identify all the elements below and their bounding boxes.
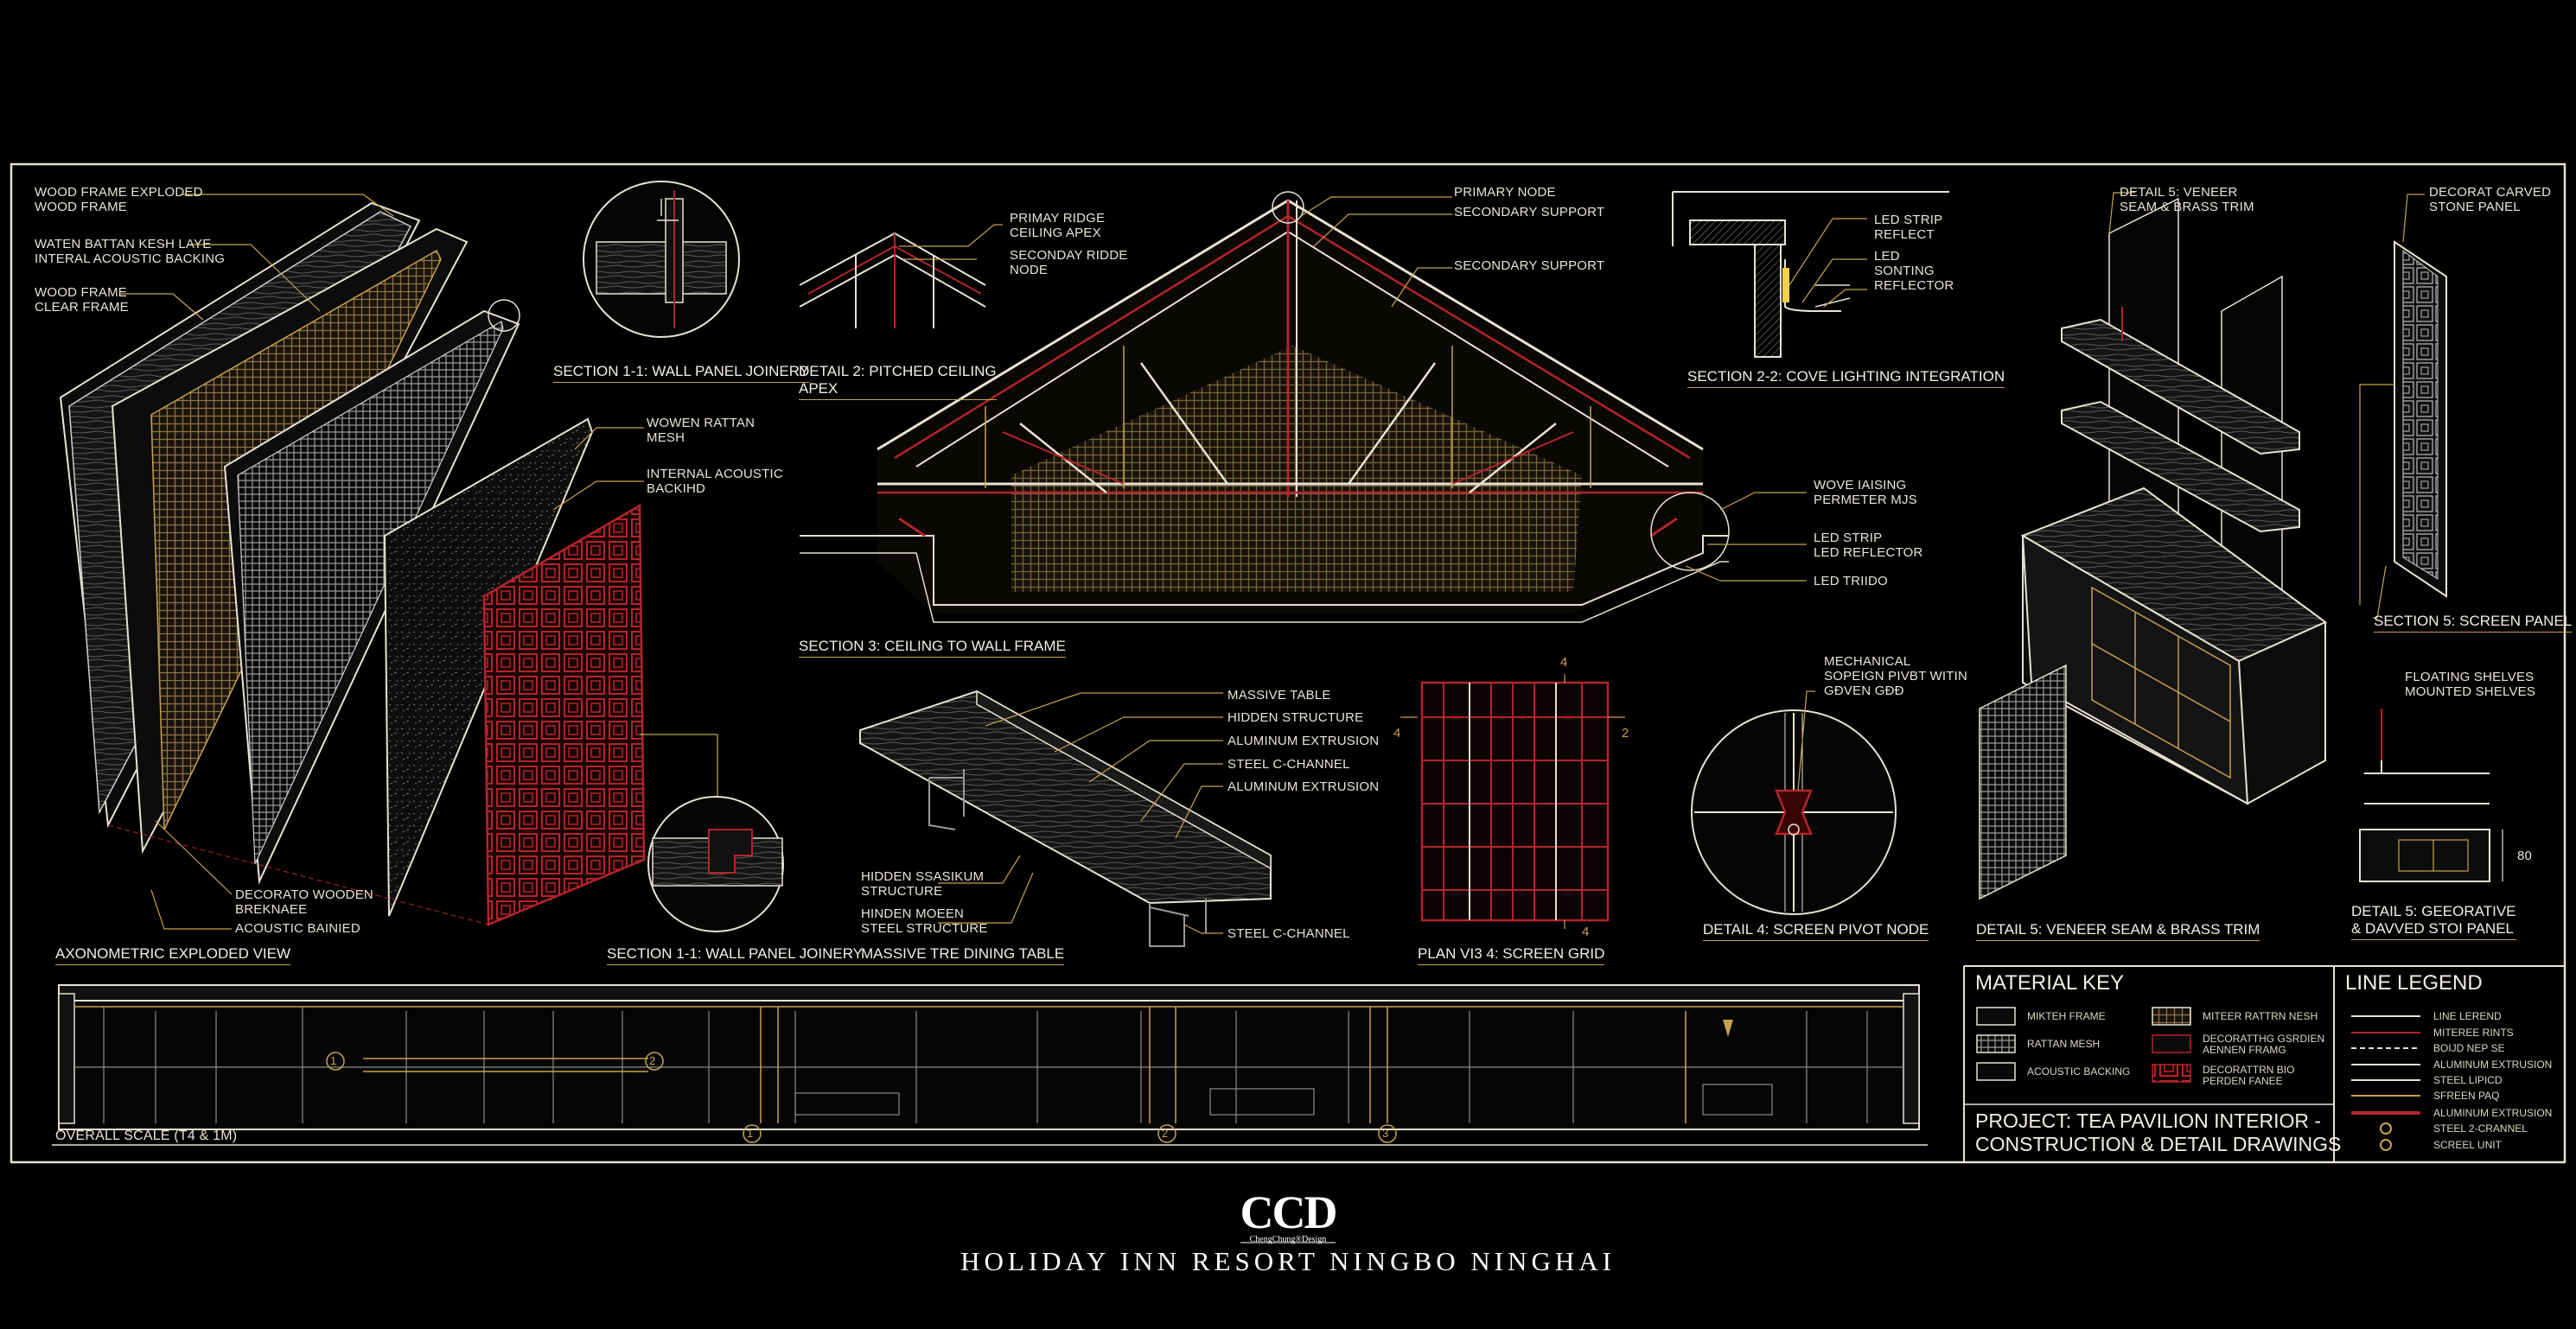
- section-1-1-top-detail: [583, 181, 740, 338]
- material-key-item: ACOUSTIC BACKING: [2027, 1065, 2131, 1078]
- table-label-aluminum-2: ALUMINUM EXTRUSION: [1227, 779, 1380, 794]
- stone-panel-drawing: [2359, 194, 2503, 882]
- detail-2-title: DETAIL 2: PITCHED CEILING APEX: [799, 363, 997, 400]
- plan-title: PLAN VI3 4: SCREEN GRID: [1418, 945, 1605, 965]
- section-3-ceiling-drawing: [800, 191, 1730, 623]
- table-title: MASSIVE TRE DINING TABLE: [861, 945, 1065, 965]
- section-3-label-primary-node: PRIMARY NODE: [1454, 185, 1556, 200]
- exploded-label-acoustic: INTERNAL ACOUSTIC BACKIHD: [647, 467, 783, 496]
- section-3-label-secondary-support-1: SECONDARY SUPPORT: [1454, 205, 1605, 219]
- brand-caption: HOLIDAY INN RESORT NINGBO NINGHAI: [960, 1246, 1616, 1276]
- material-key-title: MATERIAL KEY: [1975, 971, 2125, 995]
- table-label-massive-table: MASSIVE TABLE: [1227, 688, 1331, 703]
- exploded-view-drawing: [59, 201, 646, 926]
- material-key-item: DECORATTRN BIO PERDEN FANEE: [2203, 1064, 2295, 1087]
- material-key-item: MITEER RATTRN NESH: [2203, 1010, 2318, 1022]
- line-legend-item: SCREEL UNIT: [2433, 1139, 2502, 1151]
- detail-2-label-primary-ridge: PRIMAY RIDGE CEILING APEX: [1010, 211, 1106, 240]
- veneer-cabinet-drawing: [1979, 192, 2327, 900]
- exploded-label-acoustic-base: ACOUSTIC BAINIED: [235, 921, 360, 936]
- section-5-title: SECTION 5: SCREEN PANEL: [2374, 613, 2573, 633]
- table-label-hidden-steel: HINDEN MOEEN STEEL STRUCTURE: [861, 906, 988, 936]
- cove-label-woven-raising: WOVE IAISING PERMETER MJS: [1814, 478, 1917, 507]
- elevation-mark-2: 2: [649, 1054, 656, 1067]
- line-legend-item: ALUMINUM EXTRUSION: [2433, 1059, 2553, 1071]
- elevation-mark-1: 1: [330, 1054, 337, 1067]
- section-2-2-cove-drawing: [1672, 191, 1949, 358]
- table-leaders: [938, 692, 1223, 934]
- section-5-decorative-title: DETAIL 5: GEEORATIVE & DAVVED STOI PANEL: [2351, 903, 2516, 940]
- material-key-swatches: [1976, 1007, 2191, 1083]
- section-1-1-top-title: SECTION 1-1: WALL PANEL JOINERY: [553, 363, 810, 383]
- line-legend-item: STEEL 2-CRANNEL: [2433, 1122, 2528, 1135]
- cove-label-led-strip-reflector: LED STRIP LED REFLECTOR: [1814, 531, 1923, 560]
- table-label-steel-channel-2: STEEL C-CHANNEL: [1227, 926, 1350, 941]
- cove-label-led-trim: LED TRIIDO: [1814, 574, 1888, 588]
- line-legend-title: LINE LEGEND: [2345, 971, 2483, 995]
- material-key-item: RATTAN MESH: [2027, 1038, 2101, 1050]
- line-legend-samples: [2351, 1015, 2420, 1151]
- cove-title: SECTION 2-2: COVE LIGHTING INTEGRATION: [1687, 368, 2005, 388]
- plan-mark-bottom: 4: [1582, 925, 1590, 939]
- section-5-dim: 80: [2517, 849, 2533, 863]
- exploded-label-woven-rattan: WOWEN RATTAN MESH: [647, 416, 756, 445]
- exploded-label-clear-frame: WOOD FRAME CLEAR FRAME: [35, 285, 129, 315]
- line-legend-item: MITEREE RINTS: [2433, 1027, 2514, 1039]
- section-5-label-floating-shelves: FLOATING SHELVES MOUNTED SHELVES: [2405, 670, 2536, 699]
- sheet-border: [10, 162, 2566, 1164]
- elevation-mark-4: 2: [1162, 1127, 1169, 1140]
- elevation-mark-5: 3: [1382, 1127, 1389, 1140]
- exploded-label-rattan-layer: WATEN BATTAN KESH LAYE INTERAL ACOUSTIC …: [35, 237, 226, 266]
- elevation-title: OVERALL SCALE (T4 & 1M): [55, 1129, 238, 1143]
- line-legend-item: BOIJD NEP SE: [2433, 1042, 2505, 1054]
- exploded-view-title: AXONOMETRIC EXPLODED VIEW: [55, 945, 291, 965]
- line-legend-item: STEEL LIPICD: [2433, 1074, 2503, 1086]
- cove-lower-leaders: [1685, 492, 1807, 582]
- detail-2-label-secondary-ridge: SECONDAY RIDDE NODE: [1010, 248, 1128, 277]
- elevation-mark-3: 1: [747, 1127, 754, 1140]
- material-key-item: DECORATTHG GSRDIEN AENNEN FRAMG: [2203, 1033, 2325, 1056]
- detail-5-title: DETAIL 5: VENEER SEAM & BRASS TRIM: [1976, 921, 2260, 941]
- cove-label-led-strip: LED STRIP REFLECT: [1874, 213, 1943, 242]
- plan-mark-right: 2: [1622, 726, 1629, 741]
- project-title: PROJECT: TEA PAVILION INTERIOR - CONSTRU…: [1975, 1110, 2342, 1155]
- plan-mark-top: 4: [1560, 655, 1568, 670]
- line-legend-item: SFREEN PAQ: [2433, 1090, 2500, 1102]
- exploded-leaders: [121, 194, 718, 930]
- line-legend-item: ALUMINUM EXTRUSION: [2433, 1107, 2553, 1119]
- table-label-aluminum-1: ALUMINUM EXTRUSION: [1227, 734, 1380, 748]
- table-label-hidden-structure: HIDDEN STRUCTURE: [1227, 710, 1364, 725]
- cove-label-led-reflector: LED SONTING REFLECTOR: [1874, 249, 1954, 293]
- section-3-label-secondary-support-2: SECONDARY SUPPORT: [1454, 258, 1605, 273]
- line-legend-item: LINE LEREND: [2433, 1010, 2502, 1022]
- detail-4-label-mechanical: MECHANICAL SOPEIGN PIVBT WITIN GÐVEN GÐÐ: [1824, 654, 1968, 698]
- plan-mark-left: 4: [1393, 726, 1401, 741]
- detail-4-title: DETAIL 4: SCREEN PIVOT NODE: [1703, 921, 1929, 941]
- dining-table-drawing: [859, 690, 1272, 947]
- screen-grid-drawing: [1400, 674, 1625, 929]
- section-1-1-bottom-title: SECTION 1-1: WALL PANEL JOINERY: [607, 945, 864, 965]
- table-label-hidden-sub: HIDDEN SSASIKUM STRUCTURE: [861, 869, 985, 899]
- table-label-steel-channel: STEEL C-CHANNEL: [1227, 757, 1350, 772]
- detail-5-label-veneer: DETAIL 5: VENEER SEAM & BRASS TRIM: [2120, 185, 2254, 214]
- material-key-item: MIKTEH FRAME: [2027, 1010, 2106, 1022]
- overall-elevation-drawing: [52, 984, 1928, 1146]
- detail-2-apex-drawing: [799, 224, 1003, 328]
- exploded-label-wood-frame: WOOD FRAME EXPLODED WOOD FRAME: [35, 185, 203, 214]
- section-1-1-bottom-detail: [647, 796, 784, 932]
- section-3-title: SECTION 3: CEILING TO WALL FRAME: [799, 638, 1066, 658]
- section-5-label-stone-panel: DECORAT CARVED STONE PANEL: [2429, 185, 2552, 214]
- exploded-label-decorative: DECORATO WOODEN BREKNAEE: [235, 887, 373, 917]
- pivot-node-drawing: [1691, 690, 1897, 915]
- section-3-leaders: [1300, 196, 1452, 308]
- brand-logo: CCD: [1240, 1186, 1338, 1238]
- brand-logo-sub: ChengChung®Design: [1249, 1235, 1327, 1244]
